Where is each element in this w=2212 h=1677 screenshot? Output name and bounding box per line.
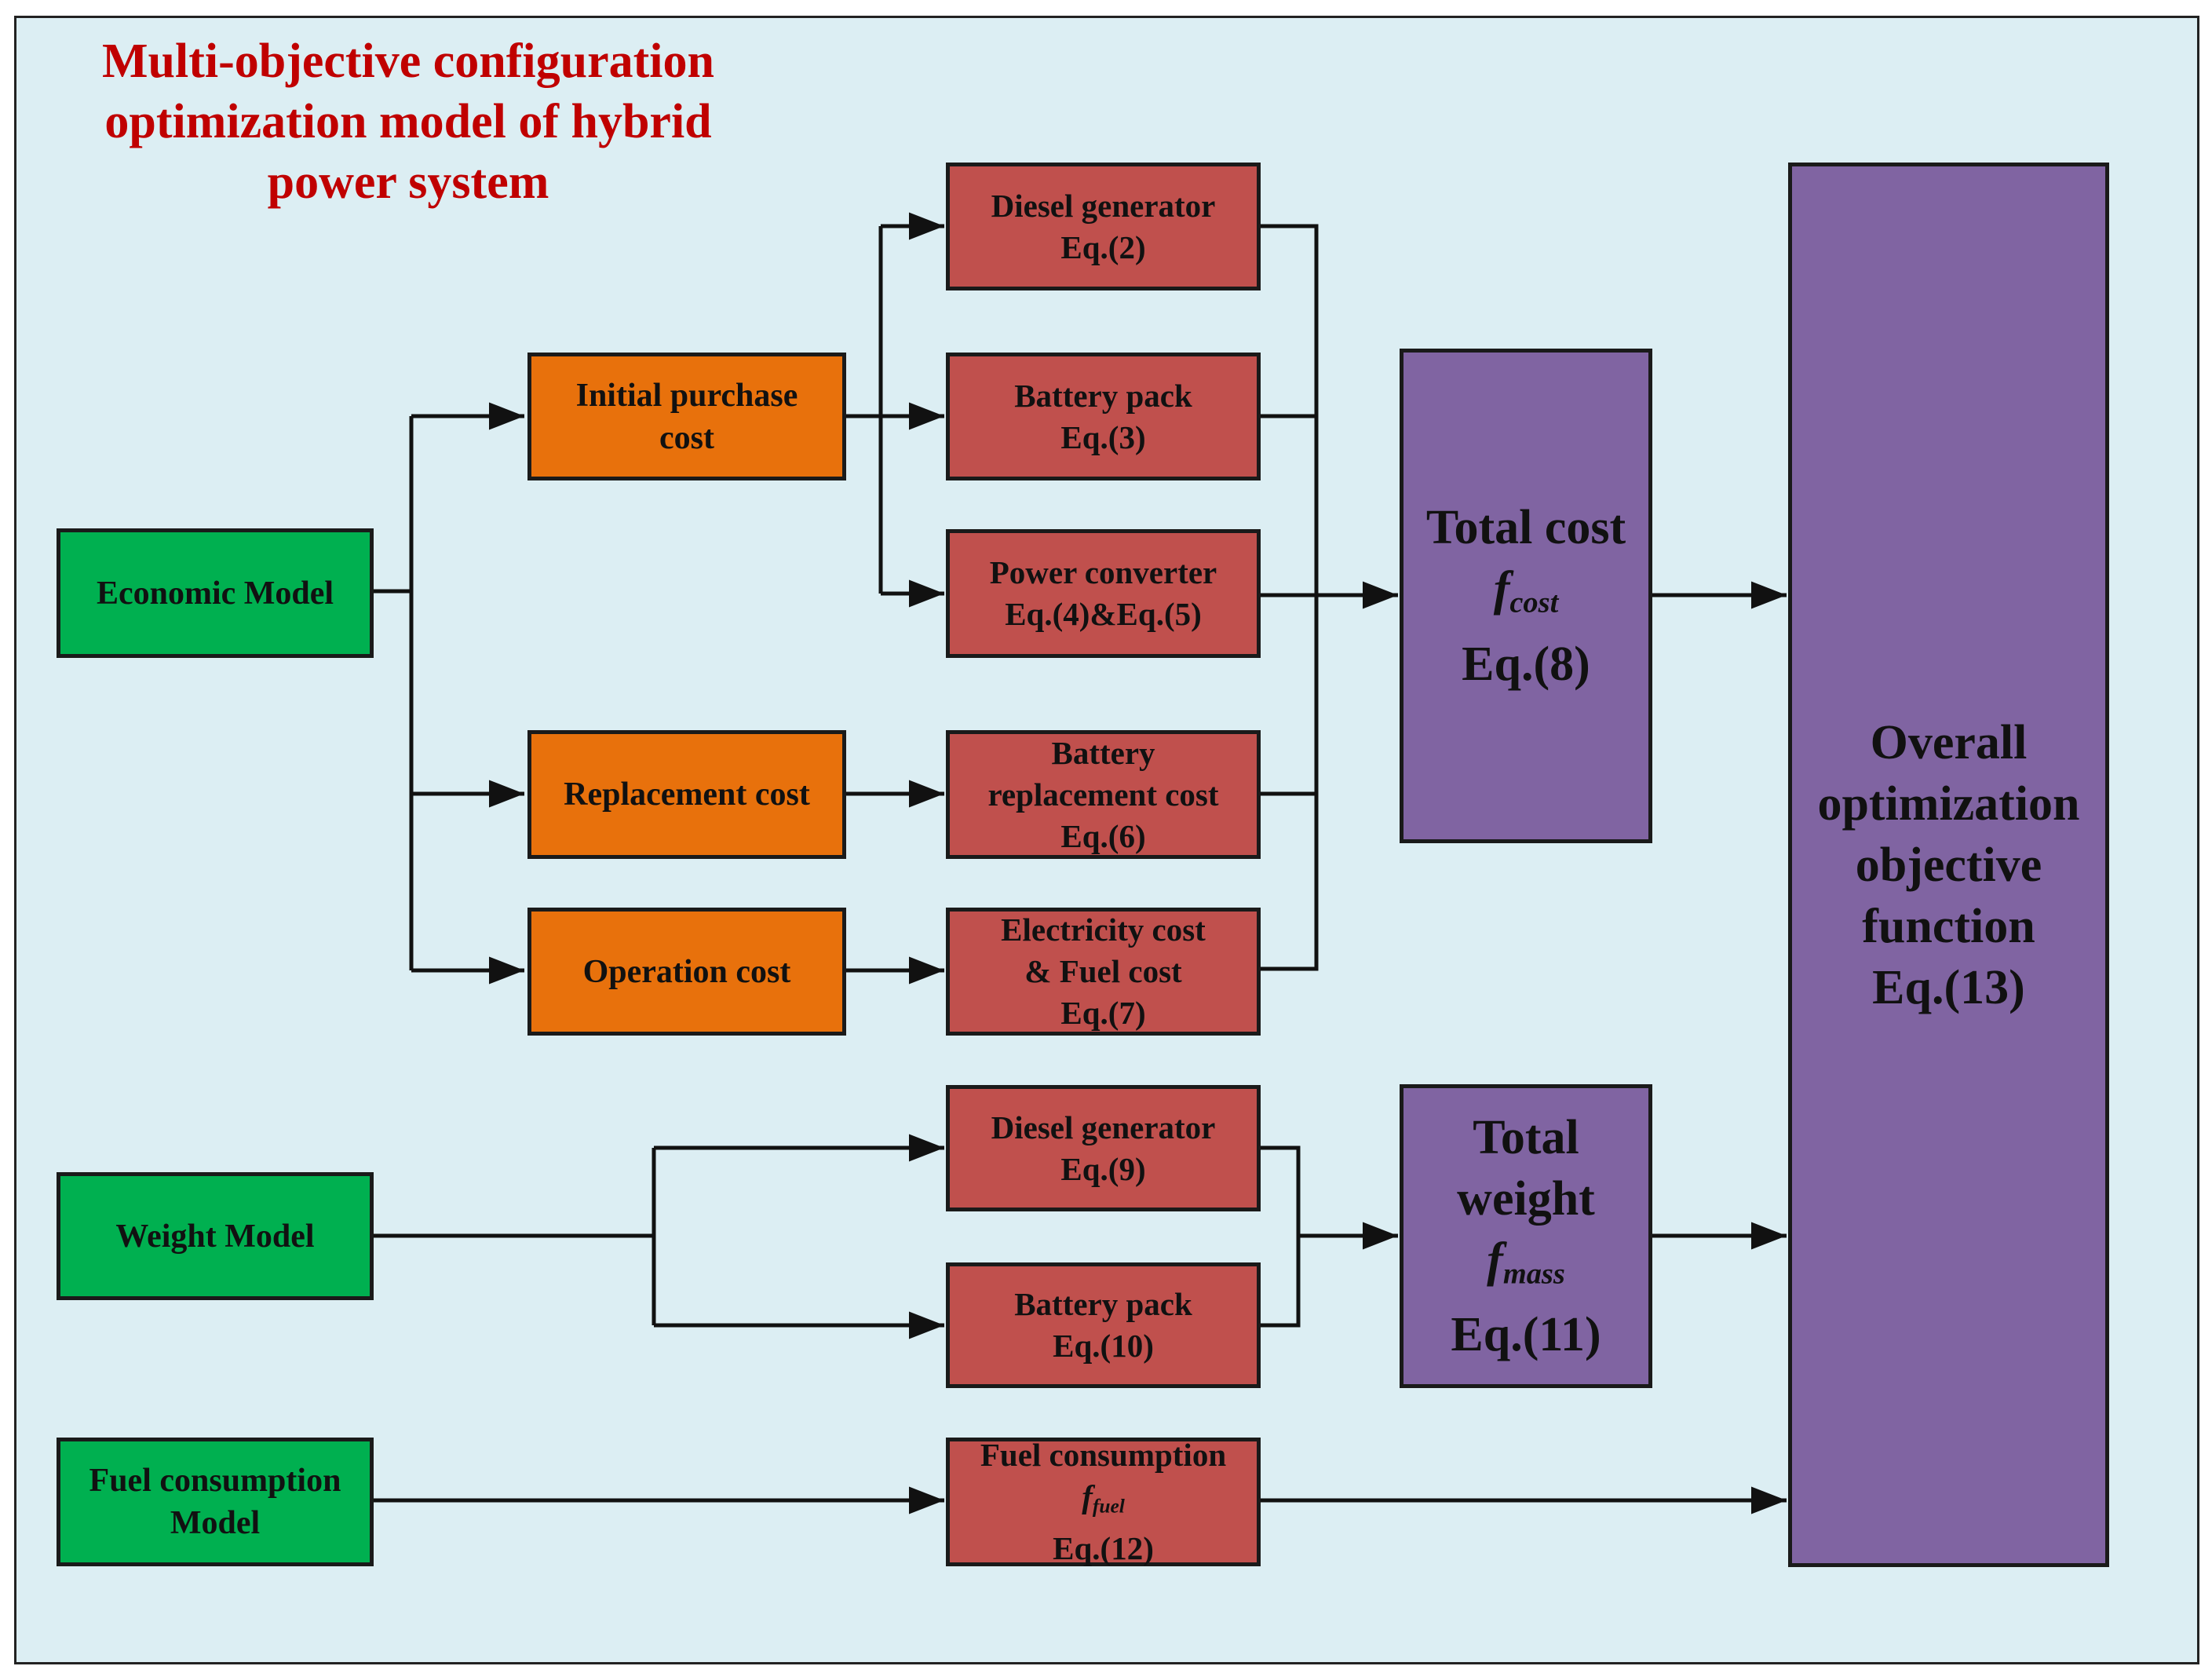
total-weight-symbol: fmass [1487,1229,1565,1305]
diesel-cost-label: Diesel generator [991,187,1216,224]
converter-cost-label: Power converter [989,554,1217,590]
initial-purchase-cost-box: Initial purchase cost [527,353,846,480]
battery-weight-eq: Eq.(10) [1053,1328,1154,1364]
electricity-cost-label-1: Electricity cost [1001,912,1206,948]
fuel-symbol: f [1082,1478,1093,1515]
fuel-model-label-2: Model [170,1505,261,1541]
fuel-model-box: Fuel consumption Model [57,1438,374,1566]
diesel-cost-eq: Eq.(2) [1060,228,1146,265]
fuel-model-label-1: Fuel consumption [89,1463,341,1499]
overall-label-3: objective [1855,838,2042,892]
fuel-consumption-symbol: ffuel [1082,1476,1125,1527]
cost-symbol: f [1493,562,1510,616]
electricity-fuel-cost-box: Electricity cost & Fuel cost Eq.(7) [946,908,1261,1036]
battery-cost-label: Battery pack [1014,377,1192,414]
total-cost-symbol: fcost [1494,558,1559,634]
electricity-cost-label-2: & Fuel cost [1024,953,1182,989]
fuel-consumption-box: Fuel consumption ffuel Eq.(12) [946,1437,1261,1566]
diesel-weight-label: Diesel generator [991,1109,1216,1145]
battery-replacement-label-1: Battery [1051,734,1155,771]
economic-model-label: Economic Model [96,575,334,612]
converter-cost-eq: Eq.(4)&Eq.(5) [1005,596,1202,632]
total-cost-label: Total cost [1425,501,1626,555]
total-weight-label-2: weight [1457,1171,1595,1226]
operation-cost-label: Operation cost [582,953,791,990]
battery-pack-cost-box: Battery pack Eq.(3) [946,353,1261,480]
battery-replacement-label-2: replacement cost [987,776,1219,813]
diesel-generator-weight-box: Diesel generator Eq.(9) [946,1085,1261,1211]
overall-label-4: function [1862,899,2035,953]
battery-weight-label: Battery pack [1014,1286,1192,1322]
total-cost-box: Total cost fcost Eq.(8) [1400,349,1652,843]
electricity-cost-eq: Eq.(7) [1060,995,1146,1031]
battery-replacement-eq: Eq.(6) [1060,817,1146,854]
overall-label-1: Overall [1870,715,2028,769]
operation-cost-box: Operation cost [527,908,846,1036]
weight-model-label: Weight Model [115,1218,315,1255]
diagram-title: Multi-objective configuration optimizati… [31,31,785,213]
cost-subscript: cost [1509,586,1559,619]
diesel-generator-cost-box: Diesel generator Eq.(2) [946,163,1261,290]
fuel-consumption-eq: Eq.(12) [1053,1529,1154,1566]
overall-objective-box: Overall optimization objective function … [1788,163,2109,1567]
power-converter-cost-box: Power converter Eq.(4)&Eq.(5) [946,529,1261,658]
title-line-3: power system [267,155,549,209]
title-line-2: optimization model of hybrid [104,95,712,148]
mass-subscript: mass [1502,1257,1565,1291]
economic-model-box: Economic Model [57,528,374,658]
battery-cost-eq: Eq.(3) [1060,418,1146,455]
total-weight-eq: Eq.(11) [1451,1308,1601,1362]
overall-eq: Eq.(13) [1872,960,2025,1014]
initial-cost-label-2: cost [659,419,714,456]
battery-pack-weight-box: Battery pack Eq.(10) [946,1262,1261,1388]
weight-model-box: Weight Model [57,1172,374,1300]
initial-cost-label-1: Initial purchase [575,377,798,414]
battery-replacement-cost-box: Battery replacement cost Eq.(6) [946,730,1261,859]
overall-label-2: optimization [1817,776,2080,831]
total-cost-eq: Eq.(8) [1462,637,1590,691]
total-weight-box: Total weight fmass Eq.(11) [1400,1084,1652,1388]
diesel-weight-eq: Eq.(9) [1060,1150,1146,1187]
total-weight-label-1: Total [1473,1110,1579,1164]
replacement-cost-label: Replacement cost [564,776,810,813]
mass-symbol: f [1487,1233,1503,1287]
replacement-cost-box: Replacement cost [527,730,846,859]
title-line-1: Multi-objective configuration [101,35,715,88]
fuel-consumption-label: Fuel consumption [980,1437,1227,1474]
fuel-subscript: fuel [1092,1495,1125,1518]
